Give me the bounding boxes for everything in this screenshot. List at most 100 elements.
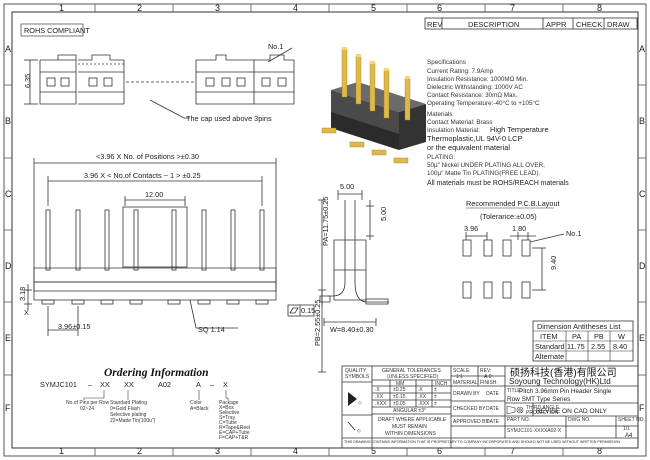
side-dim-w: W=8.40±0.30: [330, 325, 374, 334]
spec-title: Specifications: [427, 59, 466, 66]
rev-header-appr: APPR: [546, 20, 567, 29]
tb-quality-mark-2: ◇: [357, 428, 361, 434]
dimension-table: Dimension Antitheses List ITEM PA PB W S…: [532, 320, 634, 362]
tb-company-en: Soyoung Technology(HK)Ltd: [509, 377, 611, 386]
tb-drawn-date: DATE: [486, 391, 500, 397]
side-dim-pb: PB=2.55±0.25: [313, 300, 322, 346]
tb-mm: MM: [396, 381, 404, 387]
tb-quality-mark-1: ◇: [358, 400, 362, 406]
dimension-row-standard-item: Standard: [535, 342, 565, 351]
frame-col-6-bottom: 6: [437, 446, 442, 456]
front-sq: SQ 1.14: [198, 325, 225, 334]
frame-col-8: 8: [597, 3, 602, 13]
tb-company-cn: 硕扬科技(香港)有限公司: [510, 366, 617, 379]
order-note-pins-2: 02~24: [80, 406, 94, 412]
frame-row-d-right: D: [639, 261, 646, 271]
tb-tol-xx: .XX: [375, 394, 384, 400]
pcb-layout: Recommended P.C.B.Layout (Tolerance:±0.0…: [462, 199, 581, 299]
spec-line-dielectric: Dielectric Withstanding: 1000V AC: [427, 84, 523, 91]
tb-third-angle-1: THIRD ANGLE: [526, 405, 560, 411]
spec-rohs-note: All materials must be ROHS/REACH materia…: [427, 180, 569, 187]
frame-col-3: 3: [215, 3, 220, 13]
order-code-dash-1: –: [88, 380, 93, 389]
order-note-package-2: X=Box: [219, 405, 234, 411]
front-dim-contacts: 3.96 X < No.of Contacts − 1 > ±0.25: [84, 171, 201, 180]
order-note-package-8: F=CAP+T&R: [219, 435, 249, 441]
tb-finish-label: FINISH:: [480, 380, 498, 386]
pcb-tolerance: (Tolerance:±0.05): [480, 212, 537, 221]
frame-row-f: F: [5, 403, 11, 413]
frame-col-3-bottom: 3: [215, 446, 220, 456]
side-dim-side: 5.00: [379, 207, 388, 221]
pcb-no1: No.1: [566, 229, 581, 238]
tb-rev: A.0: [484, 374, 492, 380]
dimension-row-standard-pb: 2.55: [591, 342, 605, 351]
specifications-block: Specifications Current Rating: 7.9Amp In…: [427, 59, 569, 187]
dimension-row-standard-w: 8.40: [613, 342, 627, 351]
order-note-package-7: E=CAP+Tube: [219, 430, 250, 436]
order-note-color-2: A=Black: [190, 406, 209, 412]
frame-col-1-bottom: 1: [59, 446, 64, 456]
order-note-plating-2: 0=Gold Flash: [110, 406, 140, 412]
spec-insulation-material-label: Insulation Material:: [427, 127, 480, 134]
order-code-pins: XX: [100, 380, 110, 389]
side-view: [287, 190, 389, 373]
tb-tol-xx-inch-val: ±: [434, 394, 437, 400]
top-cap-note: The cap used above 3pins: [186, 114, 272, 123]
top-dim-height: 6.35: [23, 74, 32, 88]
front-dim-width: 12.00: [145, 190, 163, 199]
tb-tol-xxx-inch-val: ±: [434, 401, 437, 407]
ordering-information: Ordering Information SYMJC101 – XX XX A0…: [40, 367, 250, 441]
dimension-row-standard-pa: 11.75: [567, 342, 585, 351]
pcb-dim-a: 3.96: [464, 224, 478, 233]
tb-general-tolerances: GENERAL TOLERANCES: [382, 368, 441, 374]
tb-third-angle-2: PROJECTION: [526, 410, 559, 416]
frame-col-4-bottom: 4: [293, 446, 298, 456]
pcb-title: Recommended P.C.B.Layout: [466, 199, 560, 208]
frame-col-2-bottom: 2: [137, 446, 142, 456]
order-note-pins-1: No.of Pins per Row: [66, 400, 109, 406]
front-x-marker: X: [24, 308, 29, 317]
quality-triangle-icon: [348, 392, 357, 406]
tb-tol-xxx-mm: ±0.05: [393, 401, 406, 407]
spec-line-current: Current Rating: 7.9Amp: [427, 68, 494, 75]
rev-header-rev: REV: [427, 20, 442, 29]
tb-approved-date: DATE: [486, 419, 500, 425]
frame-row-a-right: A: [639, 44, 645, 54]
order-note-package-6: R=Tape&Reel: [219, 425, 250, 431]
frame-col-1: 1: [59, 3, 64, 13]
tb-material-label: MATERIAL:: [453, 380, 479, 386]
order-code-a02: A02: [158, 380, 171, 389]
title-block: QUALITY SYMBOLS GENERAL TOLERANCES (UNLE…: [341, 365, 645, 449]
connector-render: [321, 47, 426, 164]
order-note-package-1: Package: [219, 400, 239, 406]
spec-line-temperature: Operating Temperature:-40°C to +105°C: [427, 99, 540, 107]
dimension-header-pa: PA: [572, 332, 581, 341]
revision-table: REV DESCRIPTION APPR CHECK DRAW: [424, 17, 638, 30]
tb-sheet: 1/1: [623, 426, 630, 432]
tb-checked-date: DATE: [486, 406, 500, 412]
tb-title-1: Pitch 3.96mm Pin Header Single: [519, 388, 612, 395]
third-angle-projection-icon: [506, 405, 524, 415]
order-note-package-4: S=Tray: [219, 415, 236, 421]
tb-quality: QUALITY: [345, 368, 367, 374]
dimension-header-pb: PB: [594, 332, 604, 341]
spec-plating-nickel: 50µ" Nickel UNDER PLATING ALL OVER,: [427, 162, 545, 169]
order-note-package-5: C=Tube: [219, 420, 237, 426]
side-dim-top: 5.00: [340, 182, 354, 191]
tb-dwg-no-label: DWG NO.: [568, 417, 591, 423]
front-dim-left: 3.18: [18, 287, 27, 301]
frame-row-d: D: [5, 261, 12, 271]
tb-confidential: THIS DRAWING CONTAINS INFORMATION THAT I…: [344, 440, 620, 444]
tb-draft-1: DRAFT WHERE APPLICABLE: [378, 417, 447, 423]
tb-tol-x: .X: [375, 387, 380, 393]
pcb-dim-b: 1.80: [512, 224, 526, 233]
order-code-color: A: [196, 380, 201, 389]
frame-row-b-right: B: [639, 116, 645, 126]
frame-col-2: 2: [137, 3, 142, 13]
ordering-title: Ordering Information: [104, 367, 208, 379]
tb-tol-xx-mm: ±0.15: [393, 394, 406, 400]
spec-thermoplastic: Thermoplastic,UL 94V-0 LCP: [427, 134, 523, 143]
spec-materials-title: Materials: [427, 111, 453, 118]
frame-col-4: 4: [293, 3, 298, 13]
